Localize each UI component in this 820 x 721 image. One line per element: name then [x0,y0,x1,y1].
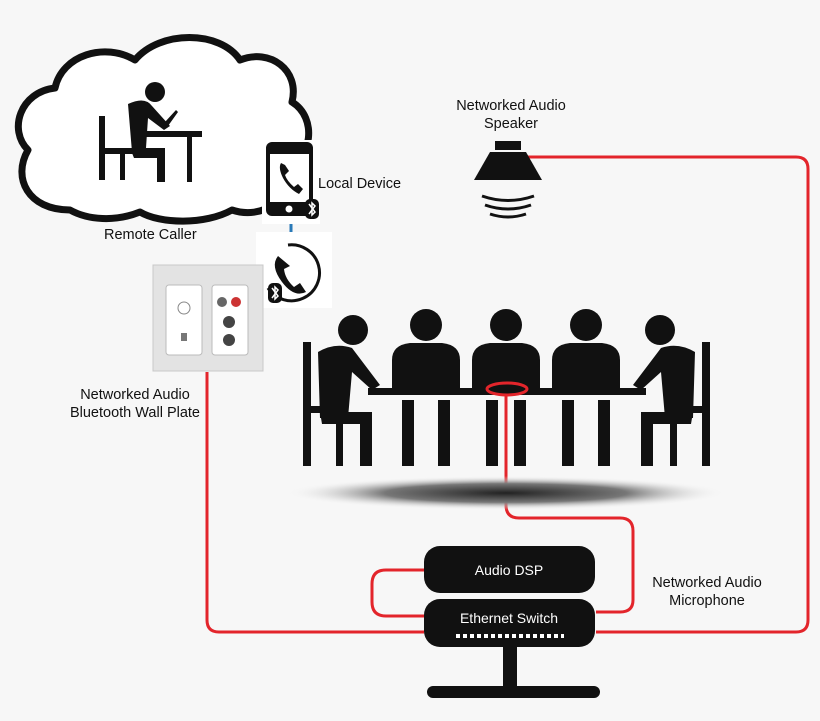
floor-shadow [286,476,726,510]
wall-plate-icon [152,264,264,372]
meeting-table-icon [303,309,710,466]
wallplate-label-line1: Networked Audio [80,387,190,403]
wallplate-label: Networked Audio Bluetooth Wall Plate [50,386,220,422]
wallplate-label-line2: Bluetooth Wall Plate [69,405,201,421]
speaker-label: Networked Audio Speaker [436,97,586,133]
person-at-desk-icon [67,78,203,188]
cable-wallplate [205,372,424,634]
local-device-label: Local Device [318,176,402,192]
cable-dsp-loop [370,568,424,618]
switch-stand-post [503,647,517,687]
cable-microphone [504,394,635,614]
phone-handset-icon [256,232,332,308]
bluetooth-icon [305,199,319,219]
microphone-label-line1: Networked Audio [652,575,762,591]
speaker-label-line1: Networked Audio [456,98,566,114]
audio-dsp-device: Audio DSP [424,546,595,593]
switch-stand-base [427,686,600,698]
microphone-label: Networked Audio Microphone [633,574,781,610]
microphone-label-line2: Microphone [669,593,745,609]
speaker-icon [474,141,542,219]
remote-caller-label: Remote Caller [104,227,197,243]
network-cables [205,155,810,634]
ethernet-switch-device: Ethernet Switch [424,599,600,698]
ethernet-switch-label: Ethernet Switch [460,610,558,626]
speaker-label-line2: Speaker [483,116,538,132]
microphone-icon [485,381,529,397]
cable-speaker [525,155,810,634]
audio-dsp-label: Audio DSP [475,562,543,578]
